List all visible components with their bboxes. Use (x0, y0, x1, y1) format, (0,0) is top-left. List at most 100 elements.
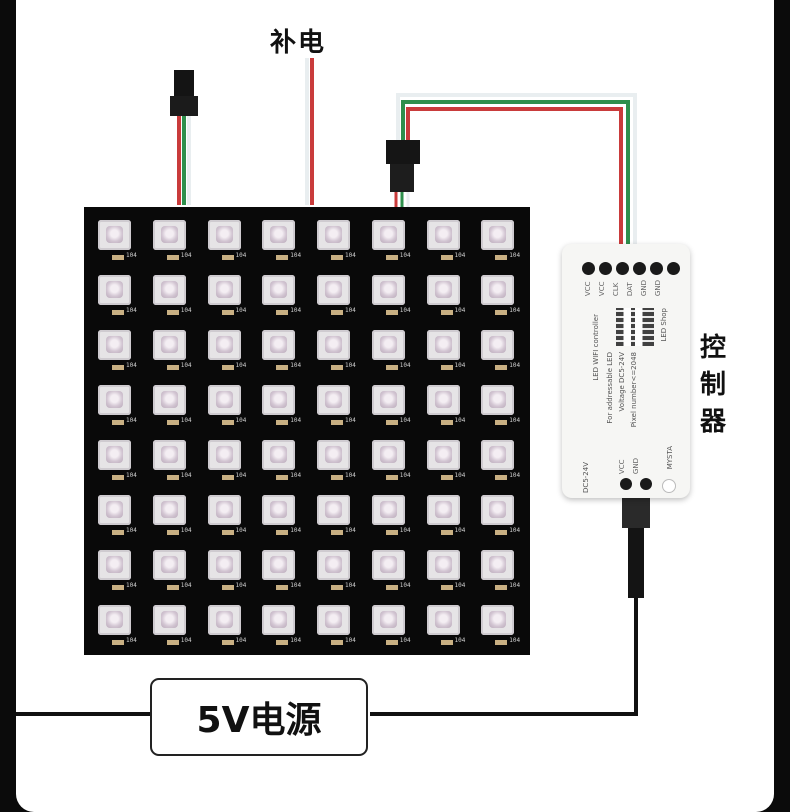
resistor-label: 104 (345, 472, 356, 479)
resistor-label: 104 (399, 252, 411, 259)
led-chip (426, 330, 460, 360)
led-cell: 104 (143, 596, 198, 651)
resistor (166, 365, 179, 370)
led-chip (317, 220, 350, 250)
resistor-label: 104 (126, 527, 137, 534)
led-chip (426, 550, 460, 580)
resistor (112, 585, 124, 590)
led-chip (262, 605, 296, 635)
resistor-label: 104 (290, 417, 302, 424)
led-cell: 104 (198, 376, 253, 431)
led-cell: 104 (198, 266, 253, 321)
led-chip (426, 220, 460, 250)
led-cell: 104 (307, 266, 362, 321)
wifi-controller: VCC VCC CLK DAT GND GND LED Shop LED WIF… (562, 244, 690, 498)
led-chip (207, 330, 241, 360)
resistor-label: 104 (235, 637, 247, 644)
led-chip (262, 385, 296, 415)
pin-label: GND (632, 458, 640, 475)
resistor-label: 104 (126, 637, 137, 644)
port-dot (620, 478, 632, 490)
resistor (385, 310, 398, 315)
resistor (495, 255, 508, 260)
controller-button[interactable] (662, 479, 676, 493)
led-chip (207, 275, 241, 305)
led-chip (317, 385, 350, 415)
resistor-label: 104 (180, 582, 192, 589)
resistor-label: 104 (290, 637, 302, 644)
led-cell: 104 (252, 431, 307, 486)
resistor (440, 420, 453, 425)
led-cell: 104 (198, 321, 253, 376)
controller-pin-labels: VCC VCC CLK DAT GND GND (584, 280, 662, 296)
led-cell: 104 (362, 596, 417, 651)
resistor-label: 104 (399, 527, 411, 534)
resistor-label: 104 (345, 307, 356, 314)
pin-label: CLK (612, 282, 620, 297)
resistor-label: 104 (345, 417, 356, 424)
resistor-label: 104 (345, 527, 356, 534)
resistor-label: 104 (290, 362, 302, 369)
resistor-label: 104 (509, 527, 521, 534)
controller-brand-text: LED Shop (660, 308, 668, 342)
led-cell: 104 (362, 486, 417, 541)
led-cell: 104 (198, 596, 253, 651)
led-chip (481, 605, 515, 635)
led-cell: 104 (88, 376, 143, 431)
led-chip (152, 220, 186, 250)
led-chip (317, 550, 350, 580)
led-cell: 104 (307, 541, 362, 596)
resistor (221, 585, 234, 590)
resistor (495, 585, 508, 590)
resistor-label: 104 (454, 527, 466, 534)
resistor (331, 420, 343, 425)
resistor (440, 640, 453, 645)
led-chip (152, 330, 186, 360)
led-chip (262, 275, 296, 305)
resistor (276, 420, 289, 425)
led-cell: 104 (417, 486, 472, 541)
resistor-label: 104 (235, 472, 247, 479)
controller-data-wires (386, 93, 637, 245)
resistor (166, 255, 179, 260)
port-dot (633, 262, 646, 275)
resistor (385, 640, 398, 645)
resistor (385, 365, 398, 370)
led-chip (207, 605, 241, 635)
power-supply-label-box: 5V电源 (150, 678, 368, 756)
resistor (221, 640, 234, 645)
led-cell: 104 (252, 596, 307, 651)
led-chip (426, 605, 460, 635)
resistor-label: 104 (399, 472, 411, 479)
resistor (495, 475, 508, 480)
led-chip (371, 605, 405, 635)
resistor (221, 255, 234, 260)
led-cell: 104 (252, 541, 307, 596)
led-chip (481, 440, 515, 470)
resistor (440, 475, 453, 480)
resistor (385, 530, 398, 535)
led-chip (152, 605, 186, 635)
led-chip (317, 605, 350, 635)
resistor-label: 104 (345, 582, 356, 589)
aux-power-label: 补电 (270, 28, 327, 58)
led-cell: 104 (417, 431, 472, 486)
resistor (276, 310, 289, 315)
led-chip (207, 550, 241, 580)
led-chip (371, 440, 405, 470)
controller-bottom-ports (620, 478, 652, 490)
led-cell: 104 (362, 321, 417, 376)
led-cell: 104 (362, 211, 417, 266)
led-cell: 104 (471, 376, 526, 431)
led-cell: 104 (307, 431, 362, 486)
resistor (276, 640, 289, 645)
led-cell: 104 (471, 541, 526, 596)
led-cell: 104 (88, 541, 143, 596)
pin-label: GND (640, 280, 648, 297)
resistor (276, 530, 289, 535)
resistor (276, 365, 289, 370)
led-cell: 104 (471, 596, 526, 651)
led-cell: 104 (252, 211, 307, 266)
resistor (112, 640, 124, 645)
